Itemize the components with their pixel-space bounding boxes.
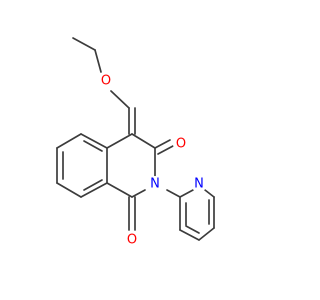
carbonyl-oxygen-top-label: O	[176, 137, 186, 152]
bond-benzo-inner-1	[83, 140, 103, 152]
bond-c3-o-b	[157, 145, 174, 155]
atom-label-layer: O O N N O	[98, 73, 207, 248]
carbonyl-oxygen-top-atom: O	[173, 136, 189, 152]
carbonyl-oxygen-bottom-atom: O	[124, 232, 140, 248]
bond-c1-c8a	[106, 182, 133, 198]
ether-oxygen-label: O	[101, 74, 111, 89]
bond-benzo-5	[80, 182, 108, 198]
bond-benzo-1	[80, 133, 108, 149]
bond-ethyl-ch2-o	[94, 49, 102, 73]
bond-pyr-1	[179, 189, 194, 198]
ring-nitrogen-label: N	[150, 177, 160, 192]
molecule-diagram: O O N N O	[56, 37, 215, 248]
bond-pyr-5	[179, 229, 200, 241]
bond-c4-c3	[131, 133, 156, 149]
bond-ethyl-ch3-ch2	[72, 37, 96, 51]
bond-benzo-inner-3	[83, 179, 103, 191]
bond-pyr-inner-3	[185, 225, 200, 234]
bond-n2-c1	[131, 189, 146, 198]
bond-benzo-2	[56, 133, 82, 149]
bond-pyr-2	[204, 189, 215, 198]
bond-o-ch	[110, 90, 130, 109]
ring-nitrogen-atom: N	[147, 176, 163, 192]
pyridine-nitrogen-label: N	[194, 177, 204, 192]
carbonyl-oxygen-bottom-label: O	[127, 233, 137, 248]
ether-oxygen-atom: O	[98, 73, 114, 89]
bond-benzo-4	[56, 182, 82, 198]
bond-pyr-4	[198, 227, 215, 241]
bond-c4a-c4	[106, 133, 133, 149]
bond-n-pyridine	[166, 189, 181, 198]
pyridine-nitrogen-atom: N	[191, 176, 207, 192]
bond-c3-o-a	[154, 139, 171, 149]
bond-layer	[56, 37, 215, 241]
